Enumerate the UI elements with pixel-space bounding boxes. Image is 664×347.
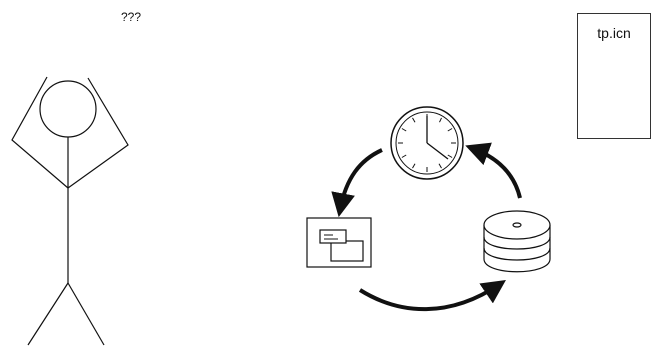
arrow-clock-to-window xyxy=(331,148,383,218)
file-card-title: tp.icn xyxy=(597,25,631,41)
actor-right-arm xyxy=(67,77,129,189)
actor-caption: ??? xyxy=(121,10,142,24)
file-card: tp.icn xyxy=(577,13,651,139)
clock-minute-hand xyxy=(426,142,449,160)
database-icon xyxy=(483,210,551,273)
actor-head xyxy=(39,80,97,138)
arrow-window-to-database xyxy=(358,279,506,312)
actor-left-leg xyxy=(27,282,69,346)
actor-right-leg xyxy=(67,282,105,346)
arrow-database-to-clock xyxy=(465,142,522,199)
window-icon xyxy=(306,217,372,268)
actor-left-arm xyxy=(11,76,69,189)
clock-icon xyxy=(390,106,464,180)
stick-figure-actor xyxy=(11,76,129,346)
